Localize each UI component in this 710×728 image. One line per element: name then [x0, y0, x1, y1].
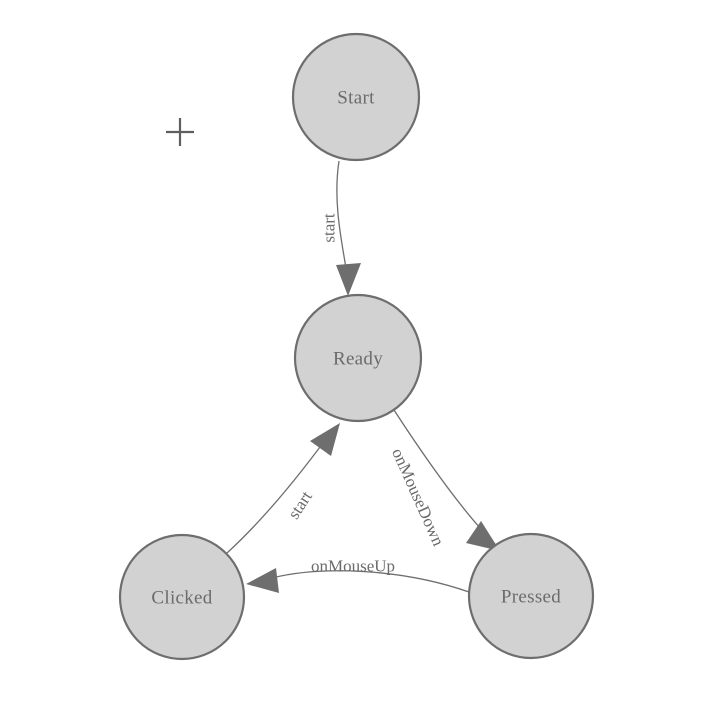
node-label-pressed: Pressed [501, 587, 561, 608]
edge-path-ready-pressed [393, 409, 481, 529]
edge-label-pressed-clicked: onMouseUp [311, 557, 395, 576]
arrowhead-into-ready-bottom [310, 423, 340, 456]
arrowhead-into-clicked [246, 568, 279, 593]
node-pressed[interactable]: Pressed [467, 532, 595, 660]
arrowhead-into-pressed [466, 521, 500, 551]
node-label-ready: Ready [333, 349, 383, 370]
node-circle-clicked[interactable] [118, 533, 246, 661]
node-circle-ready[interactable] [293, 293, 423, 423]
node-label-clicked: Clicked [151, 588, 212, 609]
edge-label-clicked-ready: start [284, 487, 316, 522]
edge-path-pressed-clicked [271, 570, 470, 593]
edge-path-start-ready [336, 160, 347, 269]
edge-label-ready-pressed: onMouseDown [388, 445, 448, 549]
edge-pressed-to-clicked[interactable]: onMouseUp [246, 557, 470, 594]
node-ready[interactable]: Ready [293, 293, 423, 423]
edge-path-clicked-ready [226, 446, 321, 554]
node-label-start: Start [337, 88, 375, 109]
node-clicked[interactable]: Clicked [118, 533, 246, 661]
node-circle-start[interactable] [291, 32, 421, 162]
edge-clicked-to-ready[interactable]: start [226, 423, 340, 554]
node-circle-pressed[interactable] [467, 532, 595, 660]
edge-label-start-ready: start [320, 213, 339, 243]
edge-ready-to-pressed[interactable]: onMouseDown [388, 409, 500, 551]
edge-start-to-ready[interactable]: start [320, 160, 362, 296]
arrowhead-into-ready-top [336, 263, 361, 296]
node-start[interactable]: Start [291, 32, 421, 162]
plus-marker[interactable] [166, 118, 194, 146]
